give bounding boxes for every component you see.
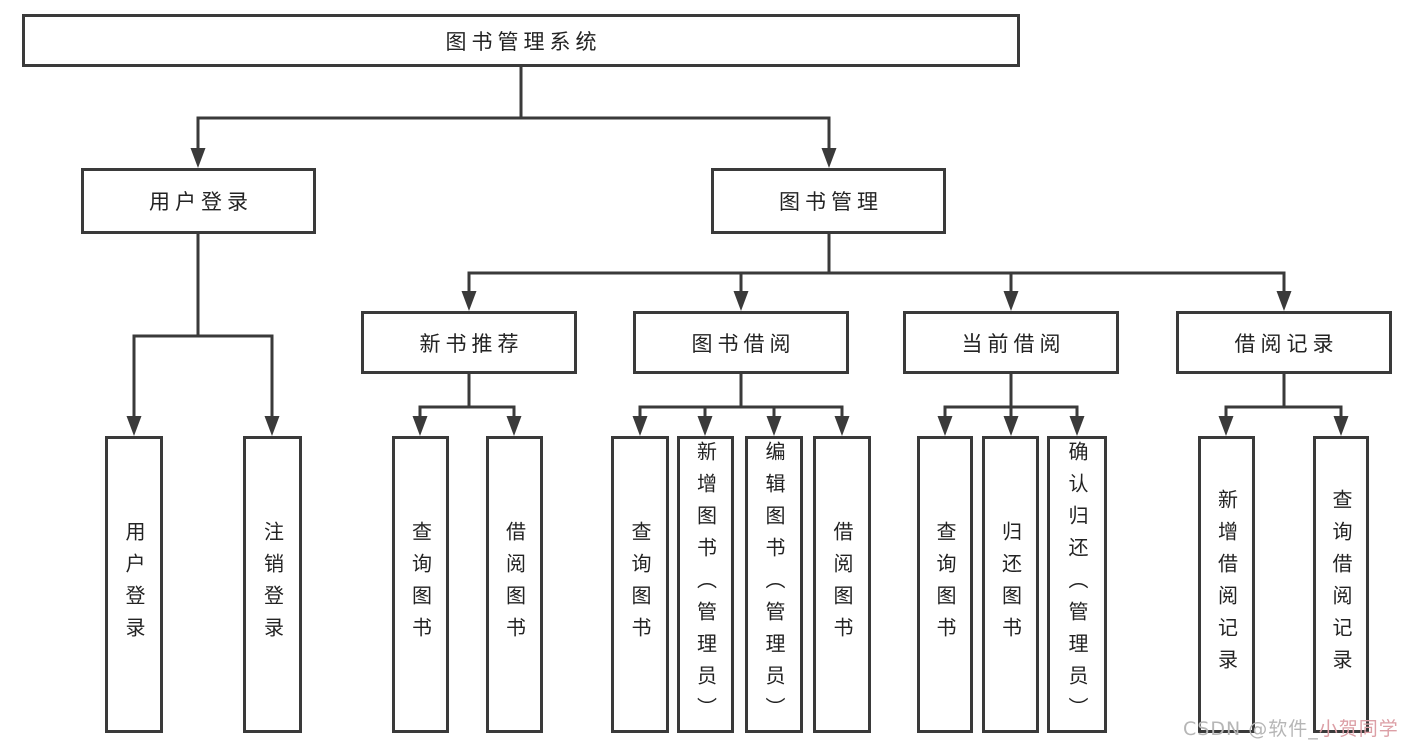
- arrow-down-icon: [821, 148, 837, 168]
- arrow-down-icon: [1069, 416, 1085, 436]
- leaf-bb-add-book-admin: 新增图书（管理员）: [677, 436, 734, 733]
- leaf-br-query-borrow-record: 查询借阅记录: [1313, 436, 1369, 733]
- node-book-borrow-label: 图书借阅: [691, 331, 796, 356]
- leaf-bb-edit-book-admin: 编辑图书（管理员）: [745, 436, 803, 733]
- node-library-system: 图书管理系统: [22, 14, 1020, 67]
- leaf-br-query-borrow-record-label: 查询借阅记录: [1329, 488, 1353, 681]
- arrow-down-icon: [1003, 291, 1019, 311]
- arrow-down-icon: [506, 416, 522, 436]
- node-book-borrow: 图书借阅: [633, 311, 849, 374]
- node-current-borrow: 当前借阅: [903, 311, 1119, 374]
- leaf-bb-edit-book-admin-label: 编辑图书（管理员）: [762, 440, 786, 729]
- node-user-login-label: 用户登录: [149, 190, 253, 214]
- leaf-cb-query-book-label: 查询图书: [933, 520, 957, 649]
- leaf-bb-query-book-label: 查询图书: [628, 520, 652, 649]
- node-user-login: 用户登录: [81, 168, 316, 234]
- arrow-down-icon: [697, 416, 713, 436]
- leaf-nb-query-book-label: 查询图书: [408, 520, 433, 649]
- leaf-cb-confirm-return-admin: 确认归还（管理员）: [1047, 436, 1107, 733]
- node-new-book-recommend-label: 新书推荐: [419, 331, 524, 356]
- arrow-down-icon: [733, 291, 749, 311]
- node-borrow-record: 借阅记录: [1176, 311, 1392, 374]
- arrow-down-icon: [766, 416, 782, 436]
- leaf-cb-return-book-label: 归还图书: [998, 520, 1023, 649]
- leaf-user-login-label: 用户登录: [122, 520, 146, 649]
- leaf-cb-query-book: 查询图书: [917, 436, 973, 733]
- arrow-down-icon: [937, 416, 953, 436]
- arrow-down-icon: [264, 416, 280, 436]
- leaf-cb-return-book: 归还图书: [982, 436, 1039, 733]
- node-borrow-record-label: 借阅记录: [1234, 331, 1339, 356]
- leaf-user-login: 用户登录: [105, 436, 163, 733]
- leaf-bb-query-book: 查询图书: [611, 436, 669, 733]
- arrow-down-icon: [1218, 416, 1234, 436]
- node-current-borrow-label: 当前借阅: [961, 331, 1066, 356]
- leaf-bb-borrow-book-label: 借阅图书: [830, 520, 854, 649]
- leaf-bb-borrow-book: 借阅图书: [813, 436, 871, 733]
- leaf-nb-borrow-book-label: 借阅图书: [502, 520, 527, 649]
- node-book-management-label: 图书管理: [779, 190, 883, 214]
- arrow-down-icon: [1276, 291, 1292, 311]
- leaf-cb-confirm-return-admin-label: 确认归还（管理员）: [1065, 440, 1089, 729]
- leaf-nb-query-book: 查询图书: [392, 436, 449, 733]
- leaf-br-add-borrow-record: 新增借阅记录: [1198, 436, 1255, 733]
- leaf-logout-login: 注销登录: [243, 436, 302, 733]
- leaf-logout-login-label: 注销登录: [260, 520, 285, 649]
- node-new-book-recommend: 新书推荐: [361, 311, 577, 374]
- csdn-watermark-prefix: CSDN @软件_: [1183, 718, 1319, 740]
- arrow-down-icon: [461, 291, 477, 311]
- arrow-down-icon: [190, 148, 206, 168]
- csdn-watermark-suffix: 小贺同学: [1318, 718, 1399, 740]
- arrow-down-icon: [1333, 416, 1349, 436]
- node-book-management: 图书管理: [711, 168, 946, 234]
- leaf-br-add-borrow-record-label: 新增借阅记录: [1214, 488, 1239, 681]
- leaf-bb-add-book-admin-label: 新增图书（管理员）: [693, 440, 718, 729]
- arrow-down-icon: [1003, 416, 1019, 436]
- arrow-down-icon: [126, 416, 142, 436]
- node-library-system-label: 图书管理系统: [445, 29, 602, 54]
- arrow-down-icon: [632, 416, 648, 436]
- arrow-down-icon: [834, 416, 850, 436]
- csdn-watermark: CSDN @软件_小贺同学: [1183, 714, 1399, 741]
- leaf-nb-borrow-book: 借阅图书: [486, 436, 543, 733]
- arrow-down-icon: [412, 416, 428, 436]
